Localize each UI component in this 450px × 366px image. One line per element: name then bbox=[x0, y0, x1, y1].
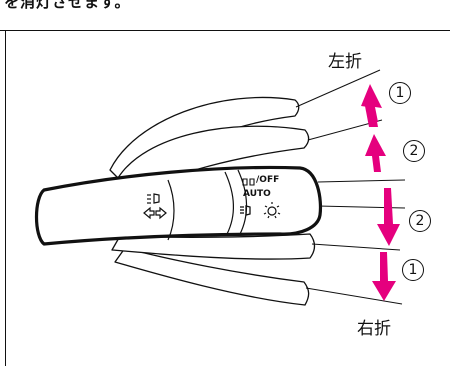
guide-line-3 bbox=[317, 179, 406, 183]
position-lamp-icon bbox=[242, 178, 255, 186]
left-turn-label: 左折 bbox=[328, 52, 362, 72]
frame-left-line bbox=[5, 30, 6, 366]
light-bulb-icon bbox=[263, 202, 281, 219]
headlamp-icon bbox=[240, 205, 251, 216]
lever-ghost-lower bbox=[111, 233, 316, 260]
arrow-up-top bbox=[361, 84, 382, 127]
step-number-bottom-two: 2 bbox=[409, 210, 431, 232]
lever-main bbox=[34, 165, 323, 246]
arrow-down-bottom bbox=[372, 252, 396, 301]
arrow-down-second bbox=[377, 188, 400, 246]
right-turn-label: 右折 bbox=[357, 319, 391, 339]
truncated-heading: を消灯させます。 bbox=[4, 0, 131, 11]
guide-line-5 bbox=[311, 243, 401, 251]
guide-line-1 bbox=[295, 69, 381, 108]
lever-segment-divider-2 bbox=[224, 171, 235, 235]
guide-line-6 bbox=[305, 287, 403, 305]
arrow-up-second bbox=[365, 134, 386, 172]
step-number-top-one: 1 bbox=[389, 82, 411, 104]
lever-segment-divider-3 bbox=[237, 169, 248, 235]
frame-top-line bbox=[0, 30, 450, 31]
lever-segment-divider-1 bbox=[167, 179, 175, 241]
step-number-top-two: 2 bbox=[403, 140, 425, 162]
lever-ghost-bottom bbox=[114, 247, 310, 306]
turn-signal-icon bbox=[143, 206, 167, 220]
off-position-label: /OFF bbox=[256, 175, 280, 185]
high-beam-icon bbox=[147, 193, 160, 204]
step-number-bottom-one: 1 bbox=[402, 259, 424, 281]
auto-position-label: AUTO bbox=[243, 189, 271, 199]
